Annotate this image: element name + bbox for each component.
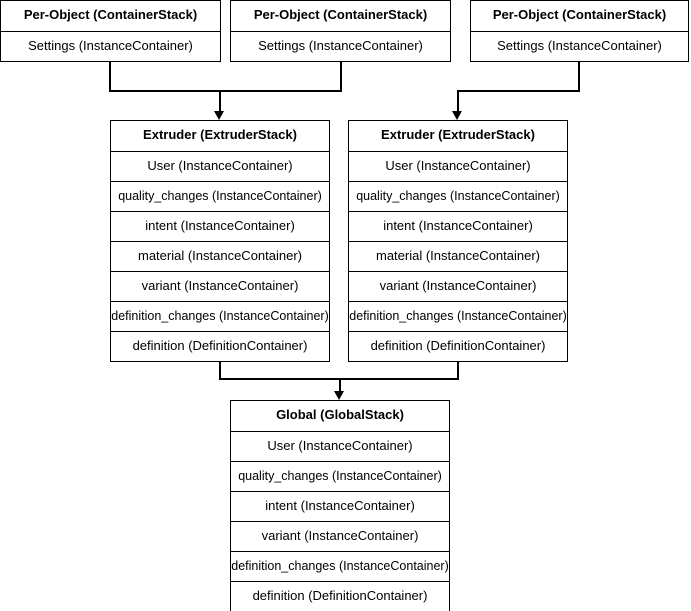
extruder-stack-1-header: Extruder (ExtruderStack) (111, 121, 329, 151)
global-stack-header: Global (GlobalStack) (231, 401, 449, 431)
connector-extruder2-down (457, 360, 459, 380)
extruder-stack-2-row-quality-changes: quality_changes (InstanceContainer) (349, 181, 567, 211)
per-object-stack-2-row-settings: Settings (InstanceContainer) (231, 31, 450, 61)
extruder-stack-1-row-quality-changes: quality_changes (InstanceContainer) (111, 181, 329, 211)
extruder-stack-1-row-definition-changes: definition_changes (InstanceContainer) (111, 301, 329, 331)
connector-extruder1-down (219, 360, 221, 380)
per-object-stack-1[interactable]: Per-Object (ContainerStack) Settings (In… (0, 0, 221, 62)
arrowhead-to-global (334, 391, 344, 400)
extruder-stack-2-header: Extruder (ExtruderStack) (349, 121, 567, 151)
global-stack-row-user: User (InstanceContainer) (231, 431, 449, 461)
connector-perobject-bus-right (457, 90, 580, 92)
extruder-stack-2-row-material: material (InstanceContainer) (349, 241, 567, 271)
connector-extruder1-feed (219, 90, 221, 114)
connector-perobject3-down (578, 60, 580, 92)
extruder-stack-1-row-variant: variant (InstanceContainer) (111, 271, 329, 301)
global-stack-row-definition-changes: definition_changes (InstanceContainer) (231, 551, 449, 581)
global-stack-row-quality-changes: quality_changes (InstanceContainer) (231, 461, 449, 491)
connector-perobject-bus-left (109, 90, 342, 92)
extruder-stack-2-row-intent: intent (InstanceContainer) (349, 211, 567, 241)
per-object-stack-3[interactable]: Per-Object (ContainerStack) Settings (In… (470, 0, 689, 62)
extruder-stack-1-row-definition: definition (DefinitionContainer) (111, 331, 329, 361)
arrowhead-to-extruder-2 (452, 111, 462, 120)
connector-global-feed (339, 378, 341, 394)
arrowhead-to-extruder-1 (214, 111, 224, 120)
extruder-stack-2-row-definition-changes: definition_changes (InstanceContainer) (349, 301, 567, 331)
extruder-stack-1-row-material: material (InstanceContainer) (111, 241, 329, 271)
extruder-stack-2-row-variant: variant (InstanceContainer) (349, 271, 567, 301)
per-object-stack-2-header: Per-Object (ContainerStack) (231, 1, 450, 31)
per-object-stack-1-row-settings: Settings (InstanceContainer) (1, 31, 220, 61)
extruder-stack-2[interactable]: Extruder (ExtruderStack) User (InstanceC… (348, 120, 568, 362)
per-object-stack-2[interactable]: Per-Object (ContainerStack) Settings (In… (230, 0, 451, 62)
per-object-stack-3-row-settings: Settings (InstanceContainer) (471, 31, 688, 61)
extruder-stack-1-row-user: User (InstanceContainer) (111, 151, 329, 181)
extruder-stack-2-row-definition: definition (DefinitionContainer) (349, 331, 567, 361)
connector-perobject2-down (340, 60, 342, 92)
per-object-stack-3-header: Per-Object (ContainerStack) (471, 1, 688, 31)
extruder-stack-1-row-intent: intent (InstanceContainer) (111, 211, 329, 241)
global-stack[interactable]: Global (GlobalStack) User (InstanceConta… (230, 400, 450, 611)
global-stack-row-definition: definition (DefinitionContainer) (231, 581, 449, 611)
global-stack-row-variant: variant (InstanceContainer) (231, 521, 449, 551)
connector-extruder2-feed (457, 90, 459, 114)
connector-perobject1-down (109, 60, 111, 92)
global-stack-row-intent: intent (InstanceContainer) (231, 491, 449, 521)
extruder-stack-2-row-user: User (InstanceContainer) (349, 151, 567, 181)
per-object-stack-1-header: Per-Object (ContainerStack) (1, 1, 220, 31)
extruder-stack-1[interactable]: Extruder (ExtruderStack) User (InstanceC… (110, 120, 330, 362)
